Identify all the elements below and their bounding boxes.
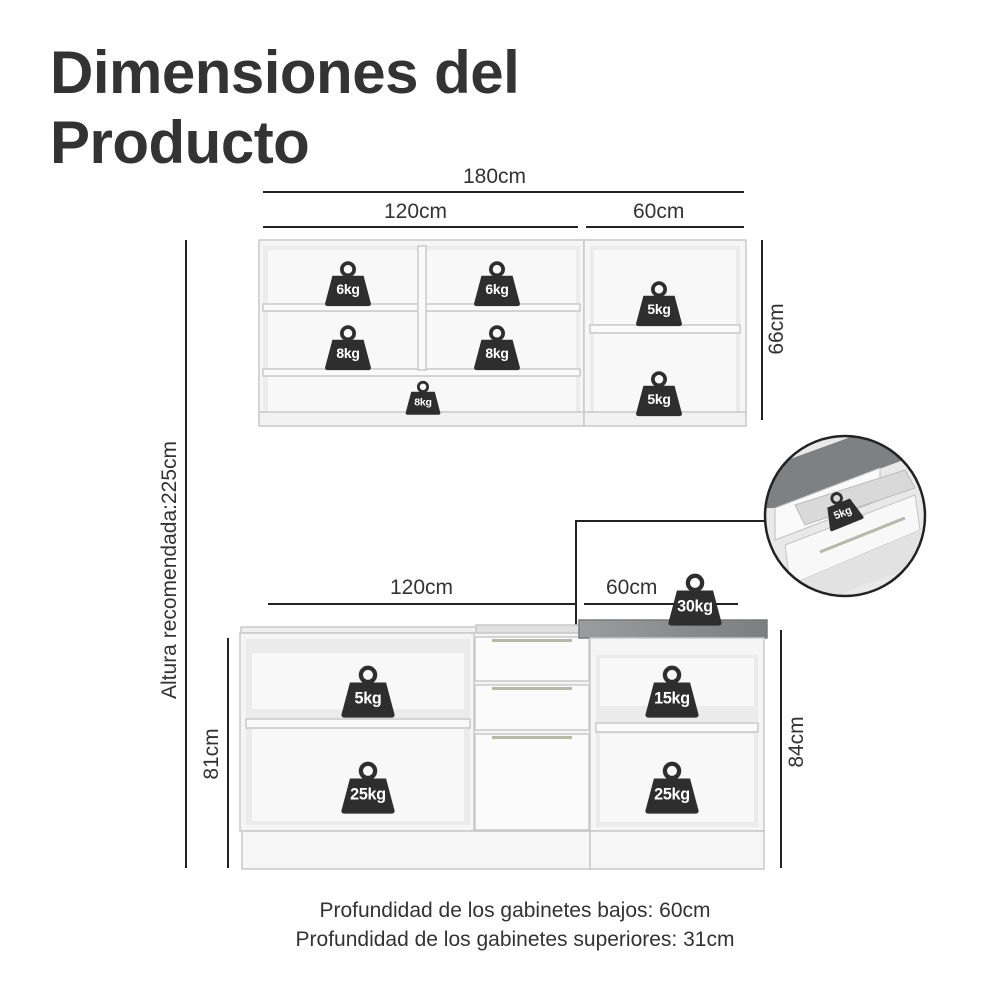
weight-label: 25kg <box>350 785 386 804</box>
note-upper-depth: Profundidad de los gabinetes superiores:… <box>295 928 735 951</box>
title-line-2: Producto <box>50 109 310 176</box>
lower-cabinet <box>239 619 768 870</box>
weight-icon-lower-1: 5kg <box>337 665 400 718</box>
label-lower-right-height: 84cm <box>785 716 808 768</box>
weight-icon-lower-3: 15kg <box>641 665 704 718</box>
weight-label: 30kg <box>677 597 713 616</box>
weight-label: 5kg <box>354 689 382 708</box>
weight-label: 25kg <box>654 785 690 804</box>
callout-line <box>575 520 766 628</box>
label-lower-left-width: 120cm <box>390 576 454 599</box>
title-line-1: Dimensiones del <box>50 39 520 106</box>
weight-label: 5kg <box>647 391 671 408</box>
label-upper-right-width: 60cm <box>633 200 685 223</box>
weight-icon-upper-3: 8kg <box>321 325 375 371</box>
weight-label: 5kg <box>647 301 671 318</box>
upper-cabinet <box>258 239 747 427</box>
label-lower-right-width: 60cm <box>606 576 658 599</box>
label-recommended-height: Altura recomendada:225cm <box>158 441 181 699</box>
label-upper-total-width: 180cm <box>463 165 527 188</box>
weight-icon-countertop: 30kg <box>664 573 727 626</box>
weight-label: 15kg <box>654 689 690 708</box>
weight-icon-upper-4: 8kg <box>470 325 524 371</box>
weight-label: 6kg <box>336 281 360 298</box>
weight-icon-lower-2: 25kg <box>337 761 400 814</box>
weight-icon-upper-6: 5kg <box>632 281 686 327</box>
weight-icon-lower-4: 25kg <box>641 761 704 814</box>
page-title: Dimensiones del Producto <box>50 38 520 178</box>
label-upper-height: 66cm <box>765 303 788 355</box>
weight-label: 8kg <box>336 345 360 362</box>
weight-icon-upper-1: 6kg <box>321 261 375 307</box>
weight-icon-upper-2: 6kg <box>470 261 524 307</box>
label-lower-left-height: 81cm <box>200 728 223 780</box>
drawer-detail-circle <box>763 434 927 598</box>
weight-label: 8kg <box>414 396 432 408</box>
weight-label: 8kg <box>485 345 509 362</box>
weight-icon-upper-7: 5kg <box>632 371 686 417</box>
weight-label: 6kg <box>485 281 509 298</box>
weight-icon-drawer: 5kg <box>815 484 868 533</box>
label-upper-left-width: 120cm <box>384 200 448 223</box>
weight-icon-upper-5: 8kg <box>403 380 444 416</box>
note-lower-depth: Profundidad de los gabinetes bajos: 60cm <box>319 899 711 922</box>
